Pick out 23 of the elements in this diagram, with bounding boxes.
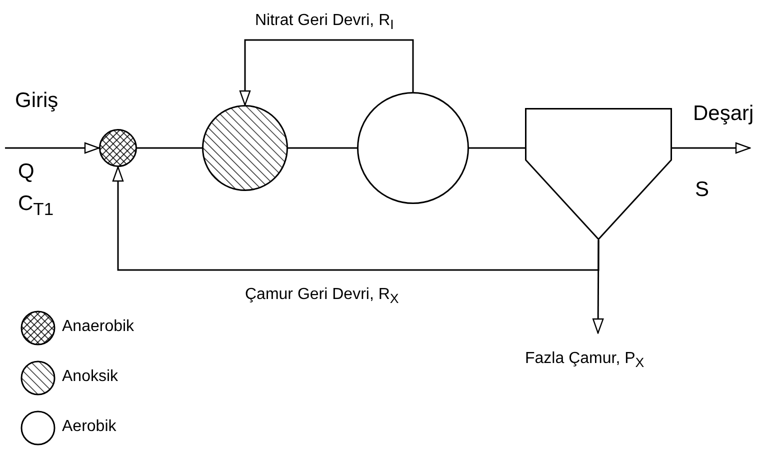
legend-label: Aerobik bbox=[62, 418, 116, 436]
edge-label: Çamur Geri Devri, R$_{X}$ bbox=[245, 286, 399, 307]
edge-label: Nitrat Geri Devri, R$_{I}$ bbox=[255, 12, 394, 33]
clarifier-tank bbox=[525, 108, 672, 240]
outflow-arrow bbox=[672, 142, 751, 154]
legend-label: Anoksik bbox=[62, 368, 118, 386]
waste-arrow bbox=[592, 240, 604, 334]
pipe-line bbox=[469, 147, 525, 149]
aerobic-reactor-circle bbox=[357, 92, 469, 204]
flow-label: S bbox=[695, 178, 710, 202]
inflow-arrow bbox=[5, 142, 100, 154]
pipe-line bbox=[137, 147, 202, 149]
flow-label: C$_{T1}$ bbox=[18, 192, 54, 220]
anaerobic-reactor-circle bbox=[99, 129, 137, 167]
pipe-line bbox=[288, 147, 357, 149]
edge-label: Deşarj bbox=[693, 102, 754, 126]
anoxic-reactor-circle bbox=[202, 105, 288, 191]
edge-label: Giriş bbox=[15, 89, 58, 112]
edge-label: Fazla Çamur, P$_{X}$ bbox=[525, 350, 644, 371]
recycle-arrow bbox=[239, 39, 414, 106]
legend-label: Anaerobik bbox=[62, 318, 134, 336]
return-arrow bbox=[112, 166, 600, 271]
flow-label: Q bbox=[18, 160, 34, 184]
